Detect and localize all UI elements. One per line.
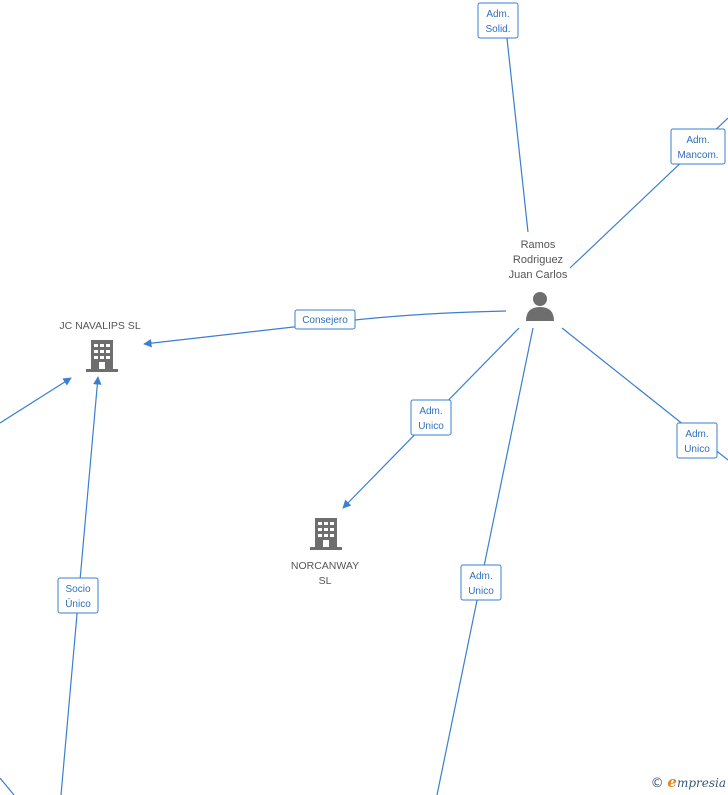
brand-initial: e	[667, 773, 677, 791]
node-norcanway-label-2: SL	[319, 575, 332, 587]
node-person-label-1: Ramos	[521, 239, 556, 251]
empresia-watermark: © empresia	[651, 773, 726, 791]
svg-text:Unico: Unico	[468, 586, 494, 597]
node-person-label-3: Juan Carlos	[509, 269, 568, 281]
building-icon	[310, 518, 342, 550]
edge-label-adm-unico-norcanway[interactable]: Adm. Unico	[410, 399, 452, 436]
edge-adm-solid	[504, 19, 529, 233]
svg-text:Socio: Socio	[65, 584, 90, 595]
svg-text:Mancom.: Mancom.	[677, 150, 718, 161]
svg-text:Consejero: Consejero	[302, 315, 348, 326]
svg-text:Solid.: Solid.	[485, 24, 510, 35]
edge-adm-unico-bottom	[436, 327, 534, 795]
copyright-symbol: ©	[650, 776, 664, 791]
svg-text:Unico: Unico	[684, 444, 710, 455]
edge-left-incoming	[0, 377, 72, 424]
node-person[interactable]: Ramos Rodriguez Juan Carlos	[509, 239, 568, 321]
edges	[0, 19, 728, 795]
node-norcanway-label-1: NORCANWAY	[291, 560, 359, 572]
svg-text:Adm.: Adm.	[486, 9, 509, 20]
brand-name: mpresia	[676, 776, 726, 790]
edge-consejero	[143, 310, 507, 348]
edge-label-consejero[interactable]: Consejero	[294, 309, 356, 330]
node-jc-navalips[interactable]: JC NAVALIPS SL	[59, 320, 141, 372]
svg-text:Adm.: Adm.	[686, 135, 709, 146]
edge-label-adm-solid[interactable]: Adm. Solid.	[477, 2, 519, 39]
svg-text:Adm.: Adm.	[419, 406, 442, 417]
edge-label-adm-unico-right[interactable]: Adm. Unico	[676, 422, 718, 459]
edge-label-adm-unico-bottom[interactable]: Adm. Unico	[460, 564, 502, 601]
svg-text:Adm.: Adm.	[685, 429, 708, 440]
svg-text:Único: Único	[65, 597, 91, 610]
node-jc-navalips-label: JC NAVALIPS SL	[59, 320, 140, 332]
node-norcanway[interactable]: NORCANWAY SL	[291, 518, 359, 587]
person-icon	[526, 292, 554, 321]
svg-text:Unico: Unico	[418, 421, 444, 432]
node-person-label-2: Rodriguez	[513, 254, 563, 266]
building-icon	[86, 340, 118, 372]
edge-label-adm-mancom[interactable]: Adm. Mancom.	[670, 128, 726, 165]
svg-text:Adm.: Adm.	[469, 571, 492, 582]
edge-bottom-left-corner	[0, 777, 15, 795]
edge-label-socio-unico[interactable]: Socio Único	[57, 577, 99, 614]
